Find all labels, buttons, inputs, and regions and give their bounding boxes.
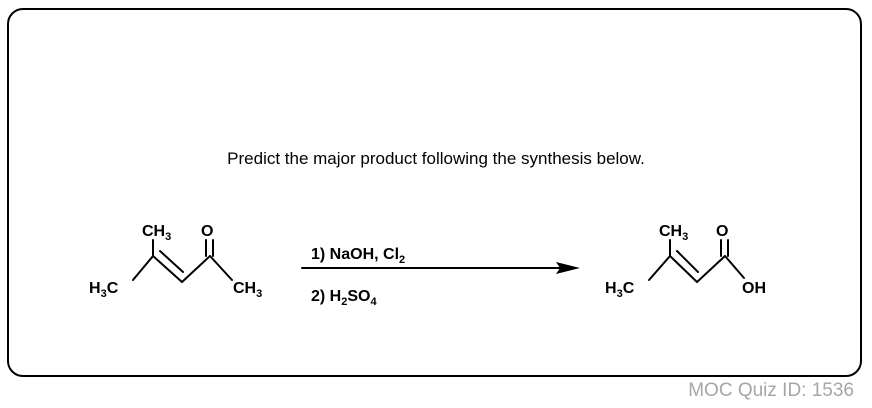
bond-product-c1-c2 — [648, 255, 671, 281]
bond-reactant-c4-ch3 — [209, 255, 233, 281]
reagent-step-1: 1) NaOH, Cl2 — [311, 246, 405, 266]
quiz-card — [7, 8, 862, 377]
bond-reactant-c3-c4 — [181, 255, 211, 283]
reactant-h3c-label: H3C — [89, 280, 119, 300]
product-oxygen-label: O — [716, 223, 728, 240]
product-ch3-top-label: CH3 — [659, 223, 688, 243]
reaction-arrow — [301, 262, 580, 274]
reactant-ch3-top-label: CH3 — [142, 223, 171, 243]
arrow-head — [556, 262, 580, 274]
bond-reactant-c1-c2 — [132, 255, 154, 281]
reactant-structure: CH3 O H3C CH3 — [89, 223, 262, 300]
bond-reactant-c2-c3 — [152, 255, 183, 283]
quiz-id-label: MOC Quiz ID: 1536 — [688, 380, 854, 401]
bond-product-c4-oh — [724, 255, 745, 279]
reactant-ch3-right-label: CH3 — [233, 280, 262, 300]
bond-reactant-double-inner — [159, 250, 184, 273]
product-structure: CH3 O H3C OH — [605, 223, 766, 300]
product-h3c-label: H3C — [605, 280, 635, 300]
reactant-oxygen-label: O — [201, 223, 213, 240]
product-oh-label: OH — [742, 280, 766, 297]
bond-product-c3-c4 — [696, 255, 726, 283]
bond-product-double-inner — [676, 250, 699, 273]
reagent-step-2: 2) H2SO4 — [311, 288, 377, 308]
bond-product-c2-c3 — [669, 255, 698, 283]
question-prompt: Predict the major product following the … — [227, 149, 645, 168]
